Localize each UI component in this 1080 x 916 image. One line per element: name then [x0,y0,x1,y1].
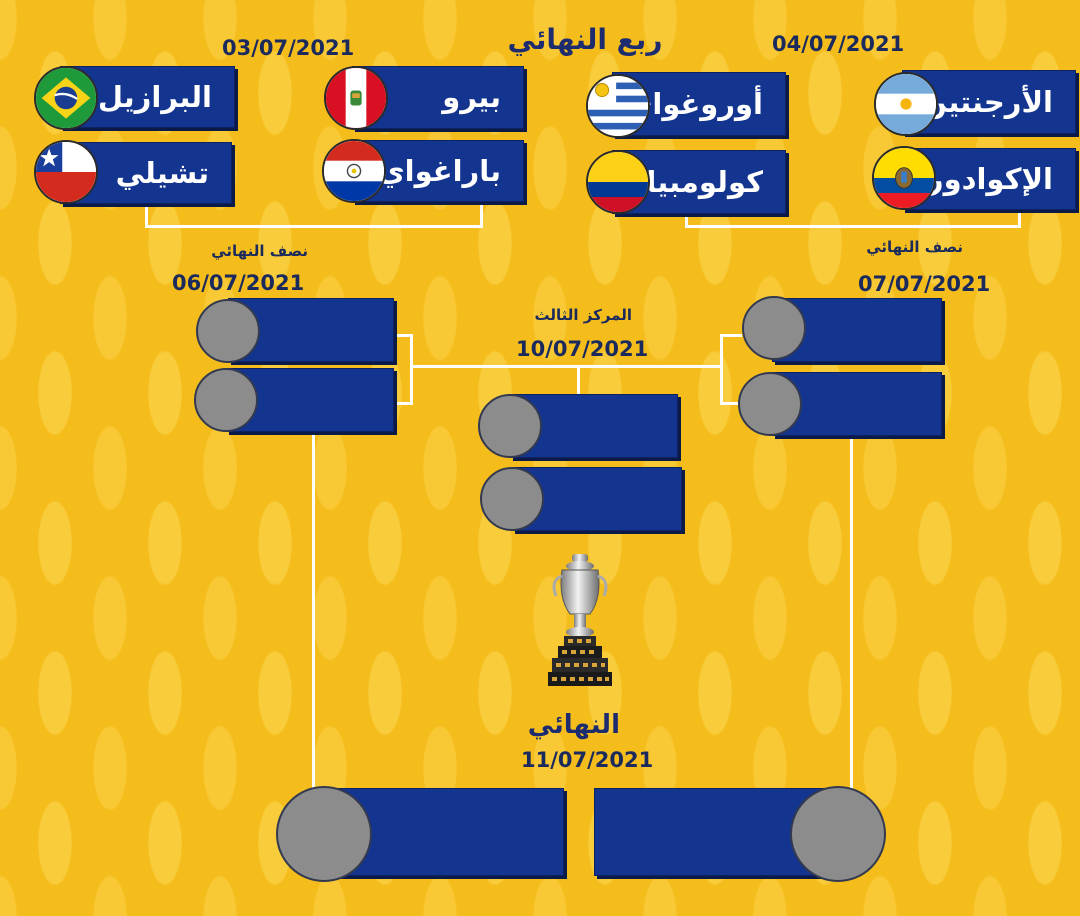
colombia-flag-icon [586,150,650,214]
final-team-right-placeholder [790,786,886,882]
connector-qf-right-h [685,225,1021,228]
final-team-left-placeholder [276,786,372,882]
uruguay-flag-icon [586,74,650,138]
connector-qf-right-v2 [1018,210,1021,227]
connector-qf-left-v2 [480,195,483,227]
paraguay-flag-icon [322,139,386,203]
copa-america-trophy-icon [540,552,620,697]
connector-sf-right-h1 [720,334,742,337]
chile-flag-icon [34,140,98,204]
connector-qf-left-h [145,225,483,228]
semifinal-left-team-2-placeholder [194,368,258,432]
final-label: النهائي [527,710,620,740]
quarterfinal-date-right: 04/07/2021 [772,32,905,56]
connector-third-h [410,365,723,368]
connector-qf-right-v1 [685,210,688,227]
quarterfinal-title: ربع النهائي [507,23,663,56]
argentina-flag-icon [874,72,938,136]
connector-third-v [577,365,580,395]
third-place-label: المركز الثالث [534,306,632,324]
semifinal-right-team-2-placeholder [738,372,802,436]
quarterfinal-date-left: 03/07/2021 [222,36,355,60]
semifinal-right-date: 07/07/2021 [858,272,991,296]
connector-sf-left-v [410,334,413,405]
third-place-date: 10/07/2021 [516,337,649,361]
connector-sf-left-h1 [392,334,412,337]
connector-sf-right-h2 [720,402,742,405]
brazil-flag-icon [34,66,98,130]
connector-qf-left-v1 [145,195,148,227]
connector-sf-left-h2 [392,402,412,405]
connector-sf-right-v [720,334,723,405]
semifinal-left-date: 06/07/2021 [172,271,305,295]
third-place-team-1-placeholder [478,394,542,458]
final-date: 11/07/2021 [521,748,654,772]
semifinal-left-label: نصف النهائي [211,242,308,260]
connector-final-right-v [850,433,853,790]
ecuador-flag-icon [872,146,936,210]
third-place-team-2-placeholder [480,467,544,531]
semifinal-right-team-1-placeholder [742,296,806,360]
semifinal-left-team-1-placeholder [196,299,260,363]
peru-flag-icon [324,66,388,130]
connector-final-left-v [312,430,315,790]
semifinal-right-label: نصف النهائي [866,238,963,256]
